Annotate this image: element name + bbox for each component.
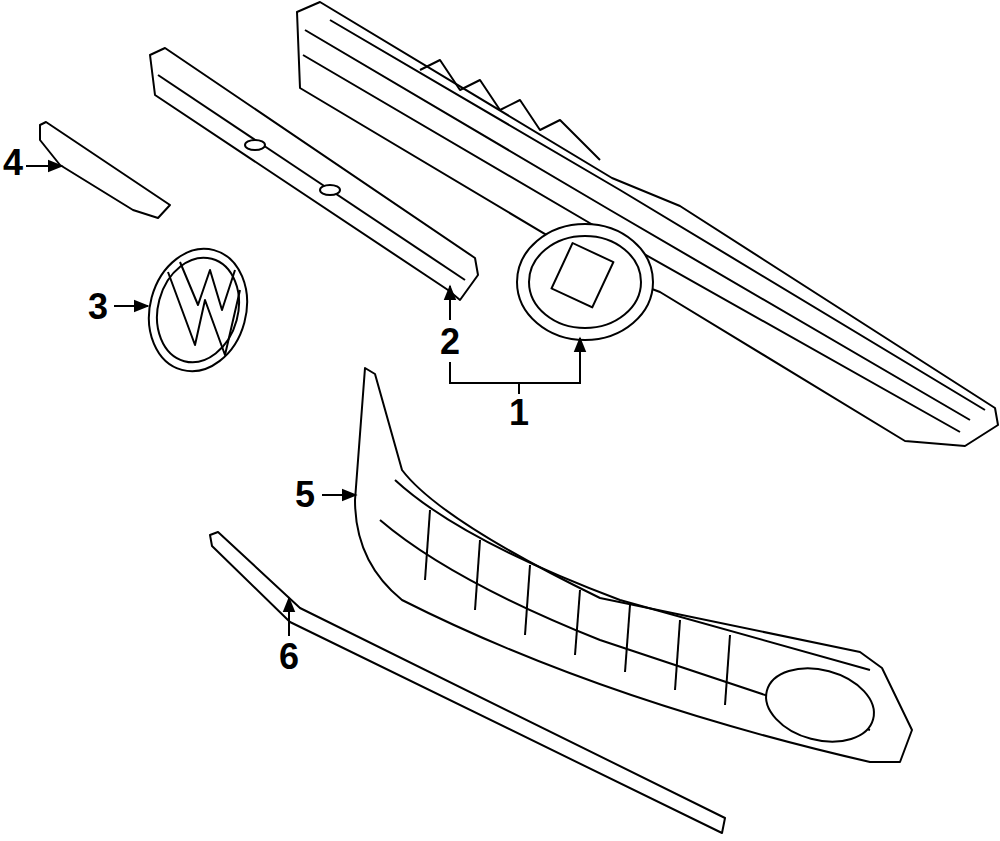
lower-grille-inner	[395, 480, 870, 670]
fog-opening	[758, 657, 882, 753]
callout-number: 3	[88, 289, 108, 325]
callout-number: 4	[3, 145, 23, 181]
callout-number: 2	[440, 324, 460, 360]
callout-number: 6	[279, 639, 299, 675]
leader-line	[114, 305, 148, 307]
lower-strip	[210, 532, 725, 833]
grille-slat	[475, 540, 480, 610]
grille-slat	[625, 605, 630, 672]
bracket-line	[450, 338, 580, 383]
grille-slat	[425, 510, 430, 580]
grille-slat	[575, 590, 580, 655]
leader-line	[26, 165, 62, 167]
leader-line	[449, 286, 451, 320]
emblem-mount-inner	[529, 236, 641, 328]
emblem-logo	[180, 262, 235, 310]
leader-line	[518, 383, 520, 394]
grille-line	[330, 20, 985, 410]
emblem-mount	[517, 224, 653, 340]
lower-grille	[355, 368, 912, 762]
grille-slat	[725, 635, 730, 705]
leader-line	[322, 494, 356, 496]
callout-number: 1	[509, 395, 529, 431]
clip-part	[40, 122, 170, 218]
emblem	[136, 238, 261, 383]
emblem-inner	[146, 248, 251, 371]
grille-slat	[525, 565, 530, 635]
leader-line	[288, 598, 290, 636]
grille-line	[420, 60, 600, 160]
strip-hole	[245, 140, 265, 150]
strip-hole	[320, 185, 340, 195]
emblem-mount-detail	[551, 243, 613, 307]
grille-slat	[675, 620, 680, 690]
callout-number: 5	[295, 477, 315, 513]
